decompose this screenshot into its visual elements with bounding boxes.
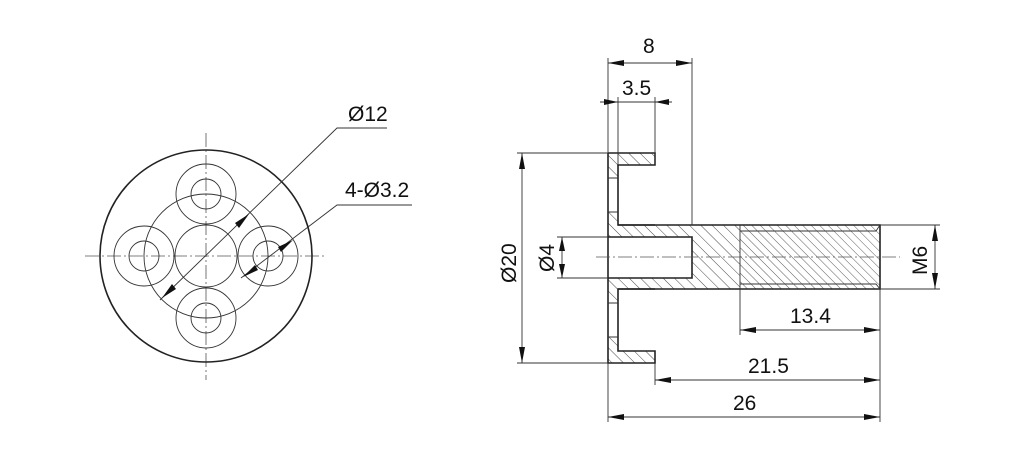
- dim-diameter-4: Ø4: [536, 236, 608, 279]
- hub-circle: [174, 224, 238, 288]
- arrow-icon: [278, 240, 293, 252]
- thread-label: M6: [909, 246, 932, 275]
- dim-26: 26: [607, 363, 880, 422]
- dim-diameter-20: Ø20: [498, 152, 608, 364]
- hole: [252, 240, 284, 272]
- arrow-icon: [243, 265, 258, 277]
- mounting-holes: [113, 163, 299, 349]
- front-view: Ø12 4-Ø3.2: [85, 103, 412, 380]
- dim-thread-m6: M6: [880, 224, 940, 290]
- thread-length-label: 13.4: [790, 305, 831, 328]
- overall-length-label: 26: [733, 392, 756, 415]
- holes-dimension: 4-Ø3.2: [240, 179, 412, 279]
- outer-flange-circle: [99, 149, 313, 363]
- pcd-dimension: Ø12: [159, 103, 388, 301]
- section-view: 8 3.5 Ø20 Ø4 M6: [498, 35, 940, 422]
- hole: [190, 302, 222, 334]
- arrow-icon: [162, 284, 176, 298]
- bore-diameter-label: Ø4: [536, 244, 559, 272]
- hole: [190, 178, 222, 210]
- dim-8: 8: [607, 35, 693, 225]
- hole: [128, 240, 160, 272]
- hole-counterbore: [175, 163, 237, 225]
- flange-diameter-label: Ø20: [498, 243, 521, 283]
- shaft-length-label: 21.5: [748, 355, 789, 378]
- section-hatching: [608, 153, 880, 363]
- hole-counterbore: [113, 225, 175, 287]
- pcd-label: Ø12: [348, 103, 388, 126]
- dim-3.5: 3.5: [600, 77, 672, 165]
- arrow-icon: [235, 214, 249, 228]
- dim-21.5: 21.5: [654, 355, 880, 385]
- dim-13.4: 13.4: [739, 289, 881, 422]
- holes-label: 4-Ø3.2: [345, 179, 409, 202]
- hole-counterbore: [175, 287, 237, 349]
- counterbore-depth-label: 3.5: [622, 77, 651, 100]
- pitch-circle: [143, 193, 269, 319]
- hole-counterbore: [237, 225, 299, 287]
- overall-flange-width-label: 8: [643, 35, 655, 58]
